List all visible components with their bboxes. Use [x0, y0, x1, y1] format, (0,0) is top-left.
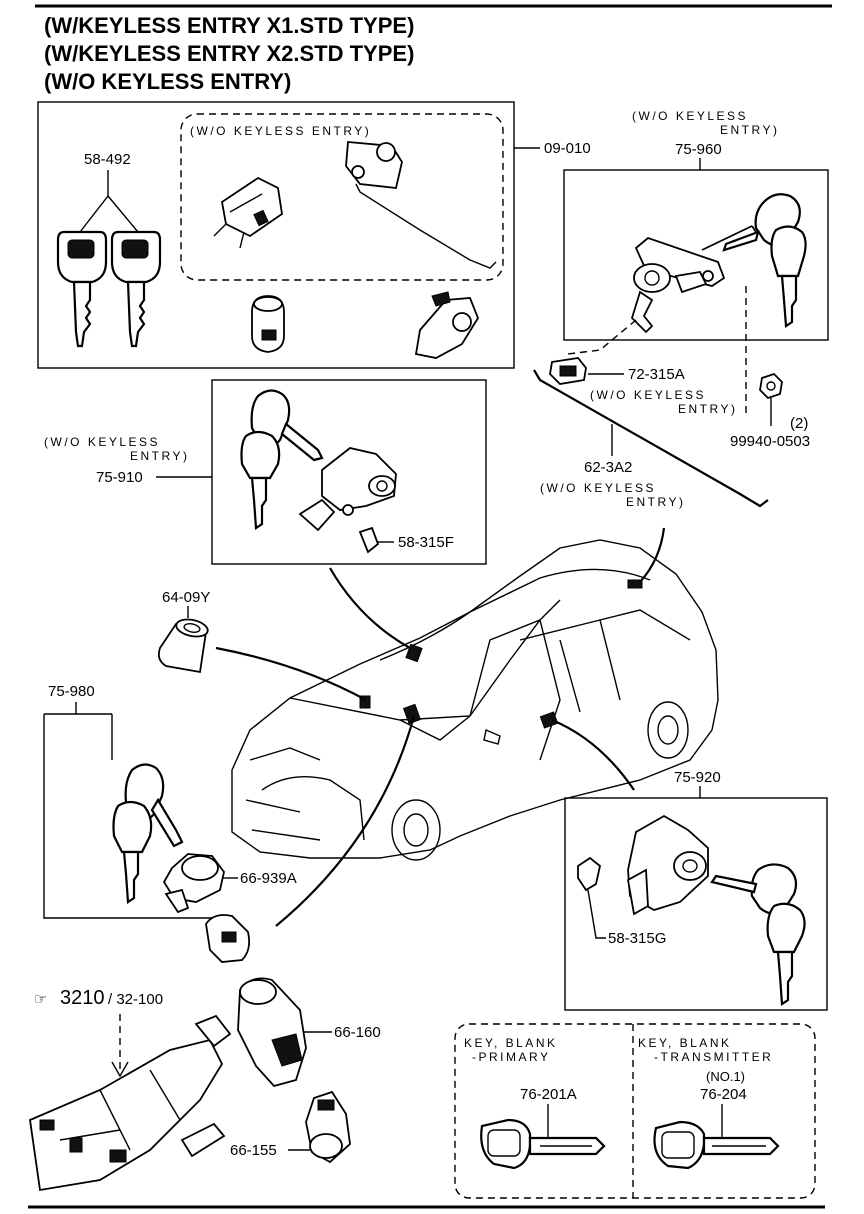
arrow-to-tailgate: [639, 527, 666, 583]
ref-arrow-head: [111, 1061, 129, 1078]
label-wo-keyless-rod-1: (W/O KEYLESS: [540, 481, 656, 495]
key-blank-76-204: [653, 1120, 780, 1170]
label-09-010: 09-010: [544, 140, 591, 157]
door-lock-with-rod: [345, 141, 497, 269]
door-lock-75-920: [627, 814, 709, 916]
label-62-3A2: 62-3A2: [584, 459, 632, 476]
label-ref-3210: 3210: [60, 987, 105, 1009]
label-ref-32-100: / 32-100: [108, 991, 163, 1008]
arrow-to-75-920: [551, 718, 635, 791]
ref-icon: ☞: [34, 991, 47, 1008]
leader-58-492: [79, 170, 139, 233]
steering-column: [29, 1014, 232, 1192]
label-qty-2: (2): [790, 415, 808, 432]
key-75-920-lower: [766, 902, 806, 1006]
label-75-960: 75-960: [675, 141, 722, 158]
label-wo-keyless-top: (W/O KEYLESS ENTRY): [190, 124, 371, 138]
bracket-75-980: [43, 702, 212, 919]
label-66-155: 66-155: [230, 1142, 277, 1159]
ignition-cylinder-66-155: [305, 1090, 351, 1164]
label-58-315F: 58-315F: [398, 534, 454, 551]
title-line-2: (W/KEYLESS ENTRY X2.STD TYPE): [44, 41, 414, 66]
label-75-980: 75-980: [48, 683, 95, 700]
box-key-blanks: [454, 1023, 816, 1199]
label-75-910: 75-910: [96, 469, 143, 486]
key-75-920-upper: [710, 863, 798, 915]
key-blank-76-201A: [480, 1118, 606, 1170]
lock-cylinder-64-09Y: [157, 618, 209, 674]
label-wo-keyless-right-1: (W/O KEYLESS: [632, 109, 748, 123]
title-line-3: (W/O KEYLESS ENTRY): [44, 69, 291, 94]
arrow-to-ignition: [275, 715, 416, 927]
label-66-939A: 66-939A: [240, 870, 297, 887]
title-line-1: (W/KEYLESS ENTRY X1.STD TYPE): [44, 13, 414, 38]
vehicle-outline: [231, 539, 719, 861]
cylinder-near-66-939A: [205, 914, 251, 963]
label-key-blank-tx-1: KEY, BLANK: [638, 1036, 731, 1050]
clip-72-315A: [549, 357, 587, 385]
box-75-960: [563, 169, 829, 341]
door-lock-75-910: [298, 447, 397, 532]
label-wo-keyless-mid-1: (W/O KEYLESS: [590, 388, 706, 402]
dashed-hint-75-960: [567, 286, 747, 418]
label-64-09Y: 64-09Y: [162, 589, 210, 606]
lock-cylinder-housing: [414, 291, 480, 359]
box-wo-keyless-inner: [180, 113, 504, 281]
clip-58-315F: [358, 526, 380, 554]
key-75-960-lower: [770, 225, 807, 328]
label-wo-keyless-right-2: ENTRY): [720, 123, 779, 137]
key-75-980-lower: [112, 800, 153, 904]
label-58-315G: 58-315G: [608, 930, 666, 947]
label-76-201A: 76-201A: [520, 1086, 577, 1103]
label-key-blank-primary-2: -PRIMARY: [472, 1050, 550, 1064]
label-wo-keyless-mid-2: ENTRY): [678, 402, 737, 416]
key-58-492-right: [110, 230, 162, 348]
clip-58-315G: [577, 856, 602, 892]
label-66-160: 66-160: [334, 1024, 381, 1041]
lock-66-939A: [162, 853, 225, 914]
key-75-910-upper: [250, 389, 324, 462]
label-wo-keyless-left-1: (W/O KEYLESS: [44, 435, 160, 449]
arrow-to-75-910: [329, 567, 411, 649]
nut-99940-0503: [759, 372, 783, 400]
tailgate-lock-75-960: [630, 225, 757, 334]
lock-cylinder-small: [251, 295, 285, 353]
label-72-315A: 72-315A: [628, 366, 685, 383]
key-58-492-left: [56, 230, 108, 348]
label-no1: (NO.1): [706, 1069, 745, 1084]
ignition-lock-part-1: [213, 176, 283, 249]
ignition-switch-66-160: [237, 977, 307, 1088]
label-99940-0503: 99940-0503: [730, 433, 810, 450]
arrow-to-64-09Y: [215, 646, 367, 701]
label-wo-keyless-left-2: ENTRY): [130, 449, 189, 463]
box-75-920: [564, 797, 828, 1011]
label-key-blank-primary-1: KEY, BLANK: [464, 1036, 557, 1050]
rod-62-3A2: [533, 369, 769, 508]
label-key-blank-tx-2: -TRANSMITTER: [654, 1050, 773, 1064]
label-58-492: 58-492: [84, 151, 131, 168]
box-09-010: [37, 101, 515, 369]
key-75-910-lower: [240, 430, 281, 530]
box-75-910: [211, 379, 487, 565]
label-wo-keyless-rod-2: ENTRY): [626, 495, 685, 509]
label-76-204: 76-204: [700, 1086, 747, 1103]
label-75-920: 75-920: [674, 769, 721, 786]
leader-58-315G: [587, 889, 606, 939]
